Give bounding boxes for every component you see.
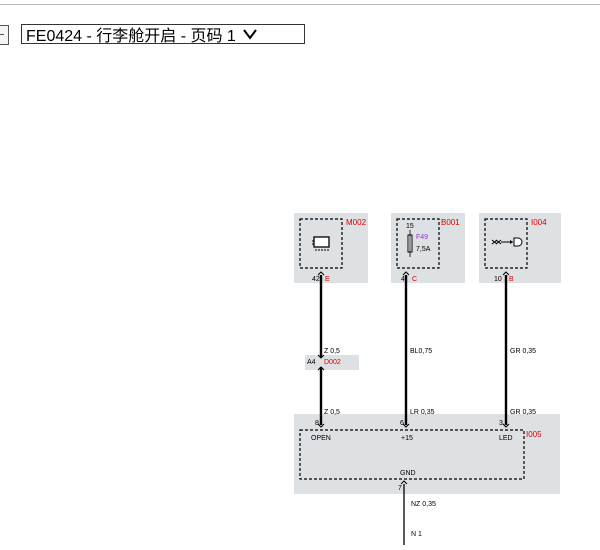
chip-icon xyxy=(312,236,330,251)
connector-pin: A4 xyxy=(307,359,316,366)
fuse-icon xyxy=(407,230,413,257)
component-M002[interactable] xyxy=(294,213,368,283)
B001-dashed-box xyxy=(396,218,440,269)
wire-label: Z 0,5 xyxy=(324,348,340,355)
wire-label: LR 0,35 xyxy=(410,409,435,416)
light-icon xyxy=(491,237,523,247)
wire-label: GR 0,35 xyxy=(510,409,536,416)
I005-dashed-box xyxy=(299,429,525,480)
ground-point-label: N 1 xyxy=(411,531,422,538)
wire-label: GR 0,35 xyxy=(510,348,536,355)
I004-pin-letter: B xyxy=(509,276,514,283)
I004-pin-number: 10 xyxy=(494,276,502,283)
page-title: FE0424 - 行李舱开启 - 页码 1 xyxy=(26,28,236,45)
component-B001[interactable] xyxy=(391,213,465,283)
I004-dashed-box xyxy=(484,218,528,269)
module-pin-label: LED xyxy=(499,435,513,442)
I004-id: I004 xyxy=(531,218,547,227)
page-selector[interactable]: FE0424 - 行李舱开启 - 页码 1 xyxy=(21,24,305,45)
collapse-icon[interactable] xyxy=(0,25,9,45)
component-I004[interactable] xyxy=(479,213,561,283)
B001-pin-letter: C xyxy=(412,276,417,283)
module-pin-number: 3 xyxy=(499,420,503,427)
component-I005[interactable] xyxy=(294,414,560,494)
wire-label: NZ 0,35 xyxy=(411,501,436,508)
fuse-name: F49 xyxy=(416,234,428,241)
top-divider xyxy=(0,4,600,5)
chevron-down-icon xyxy=(243,29,257,40)
I005-id: I005 xyxy=(526,430,542,439)
gnd-label: GND xyxy=(400,470,416,477)
M002-pin-number: 42 xyxy=(312,276,320,283)
M002-pin-letter: E xyxy=(325,276,330,283)
wire-label: Z 0,5 xyxy=(324,409,340,416)
module-pin-number: 8 xyxy=(315,420,319,427)
wires xyxy=(319,275,508,425)
wire-ticks xyxy=(317,271,510,428)
M002-dashed-box xyxy=(299,218,343,269)
connector-D002-box[interactable] xyxy=(305,355,359,370)
gnd-pin-number: 7 xyxy=(398,485,402,492)
module-pin-label: OPEN xyxy=(311,435,331,442)
B001-id: B001 xyxy=(441,218,460,227)
B001-pin-number: 4 xyxy=(401,276,405,283)
fuse-rating: 7,5A xyxy=(416,246,431,253)
M002-id: M002 xyxy=(346,218,367,227)
module-pin-number: 6 xyxy=(400,420,404,427)
connector-id: D002 xyxy=(324,359,341,366)
wire-label: BL0,75 xyxy=(410,348,432,355)
fuse-pin-number: 15 xyxy=(406,223,414,230)
module-pin-label: +15 xyxy=(401,435,413,442)
